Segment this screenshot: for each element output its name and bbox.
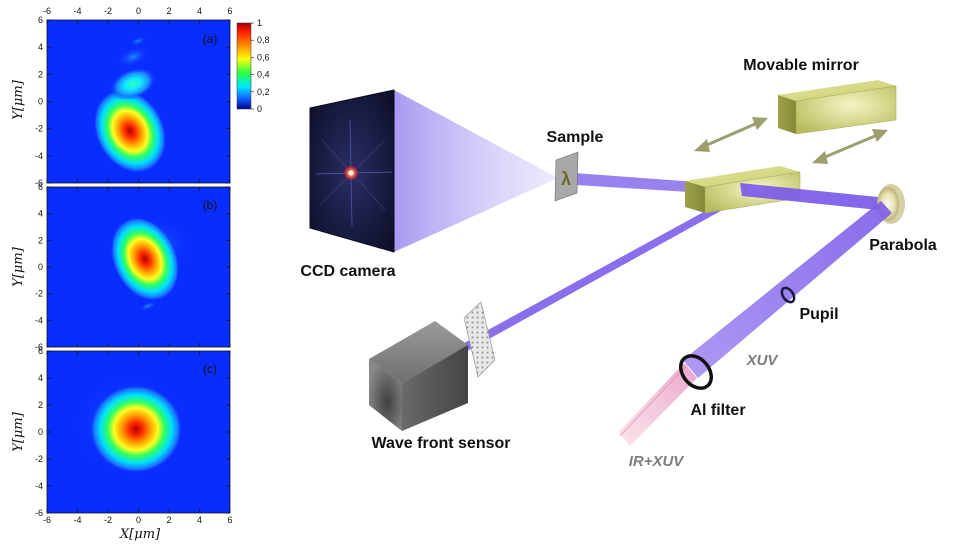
y-tick-label: 0 xyxy=(38,262,43,272)
y-tick-label: 0 xyxy=(38,97,43,107)
svg-text:Y[μm]: Y[μm] xyxy=(11,246,26,286)
axis-ticks: -6-6-4-4-2-2002244666420-2-4-66420-2-4-6… xyxy=(35,6,233,525)
upper-movable-mirror xyxy=(778,80,897,135)
label-pupil: Pupil xyxy=(799,306,838,323)
colorbar-ticks: 1 0,8 0,6 0,4 0,2 0 xyxy=(251,18,270,114)
label-xuv: XUV xyxy=(746,352,780,369)
label-al-filter: Al filter xyxy=(690,402,745,419)
y-axis-title-b: Y[μm] xyxy=(11,246,26,286)
sensor-side xyxy=(402,345,468,431)
panel-a: (a) xyxy=(46,19,231,184)
x-tick-label-top: 6 xyxy=(227,6,232,16)
x-tick-label-top: -2 xyxy=(104,6,112,16)
beam-to-wavefront-sensor xyxy=(455,191,746,356)
y-tick-label: 4 xyxy=(38,42,43,52)
mirror-motion-arrow-right xyxy=(812,129,888,164)
colorbar-tick-label: 0,8 xyxy=(257,35,270,45)
colorbar-gradient xyxy=(236,22,252,110)
label-parabola: Parabola xyxy=(869,237,937,254)
y-tick-label: -4 xyxy=(35,315,43,325)
y-tick-label: -2 xyxy=(35,454,43,464)
y-tick-label: 2 xyxy=(38,400,43,410)
profile-panels: (a) (b) (c) -6-6-4-4-2-2002244666420-2-4… xyxy=(11,6,270,542)
x-tick-label-bottom: 0 xyxy=(136,515,141,525)
panel-c: (c) xyxy=(46,350,231,514)
panel-c-tag: (c) xyxy=(203,362,217,376)
y-tick-label: 0 xyxy=(38,427,43,437)
y-tick-label: 4 xyxy=(38,209,43,219)
y-tick-label: 6 xyxy=(38,346,43,356)
sensor-front xyxy=(369,359,402,431)
sample-glyph: λ xyxy=(561,169,571,189)
colorbar-tick-label: 0 xyxy=(257,104,262,114)
svg-text:Y[μm]: Y[μm] xyxy=(11,411,26,451)
panel-b-main-lobe xyxy=(110,216,180,302)
panel-b: (b) xyxy=(46,186,231,348)
x-tick-label-top: -4 xyxy=(73,6,81,16)
ccd-diffraction-pattern xyxy=(315,119,393,227)
wave-front-sensor xyxy=(369,321,468,431)
panel-b-side-lobe xyxy=(138,300,158,312)
panel-c-main-lobe xyxy=(90,385,182,473)
x-tick-label-top: -6 xyxy=(43,6,51,16)
panel-a-side-lobe-2 xyxy=(116,46,150,68)
setup-diagram: λ xyxy=(300,57,936,470)
panel-a-tag: (a) xyxy=(203,32,218,46)
colorbar: 1 0,8 0,6 0,4 0,2 0 xyxy=(236,18,270,114)
y-tick-label: -6 xyxy=(35,342,43,352)
x-tick-label-bottom: -6 xyxy=(43,515,51,525)
y-tick-label: -4 xyxy=(35,151,43,161)
sensor-top xyxy=(369,321,468,383)
label-wave-front-sensor: Wave front sensor xyxy=(372,435,511,452)
y-tick-label: -6 xyxy=(35,508,43,518)
sample-plate xyxy=(554,151,579,202)
y-tick-label: -6 xyxy=(35,178,43,188)
y-tick-label: -2 xyxy=(35,124,43,134)
y-tick-label: 4 xyxy=(38,373,43,383)
y-axis-title-c: Y[μm] xyxy=(11,411,26,451)
y-tick-label: -4 xyxy=(35,481,43,491)
x-tick-label-top: 4 xyxy=(197,6,202,16)
panel-b-tag: (b) xyxy=(203,198,218,212)
hartmann-grid xyxy=(463,301,496,378)
y-tick-label: 2 xyxy=(38,235,43,245)
x-axis-title: X[μm] xyxy=(119,527,161,542)
colorbar-tick-label: 0,4 xyxy=(257,70,270,80)
label-ir-xuv: IR+XUV xyxy=(629,453,686,470)
colorbar-tick-label: 0,2 xyxy=(257,87,270,97)
ir-xuv-beam-edge xyxy=(619,363,689,437)
label-ccd-camera: CCD camera xyxy=(300,263,395,280)
label-movable-mirror: Movable mirror xyxy=(743,57,859,74)
beam-parabola-to-mirror xyxy=(740,183,888,211)
panel-a-side-lobe-3 xyxy=(129,36,147,46)
label-sample: Sample xyxy=(547,129,604,146)
y-tick-label: -2 xyxy=(35,289,43,299)
colorbar-tick-label: 0,6 xyxy=(257,52,270,62)
svg-text:Y[μm]: Y[μm] xyxy=(11,79,26,119)
x-tick-label-bottom: 4 xyxy=(197,515,202,525)
x-tick-label-bottom: -2 xyxy=(104,515,112,525)
ir-xuv-beam xyxy=(619,363,697,446)
x-tick-label-bottom: 6 xyxy=(227,515,232,525)
pupil-ring xyxy=(780,286,796,304)
x-tick-label-bottom: 2 xyxy=(166,515,171,525)
y-tick-label: 2 xyxy=(38,69,43,79)
x-tick-label-bottom: -4 xyxy=(73,515,81,525)
al-filter-ring xyxy=(678,354,714,390)
ccd-light-cone xyxy=(394,90,558,252)
y-tick-label: 6 xyxy=(38,15,43,25)
x-tick-label-top: 2 xyxy=(166,6,171,16)
x-tick-label-top: 0 xyxy=(136,6,141,16)
y-axis-title-a: Y[μm] xyxy=(11,79,26,119)
panel-a-side-lobe-1 xyxy=(109,67,157,101)
y-tick-label: 6 xyxy=(38,182,43,192)
sensor-front-face xyxy=(369,359,402,431)
colorbar-tick-label: 1 xyxy=(257,18,262,28)
mirror-motion-arrow-left xyxy=(694,117,768,152)
panel-a-main-lobe xyxy=(93,88,167,174)
